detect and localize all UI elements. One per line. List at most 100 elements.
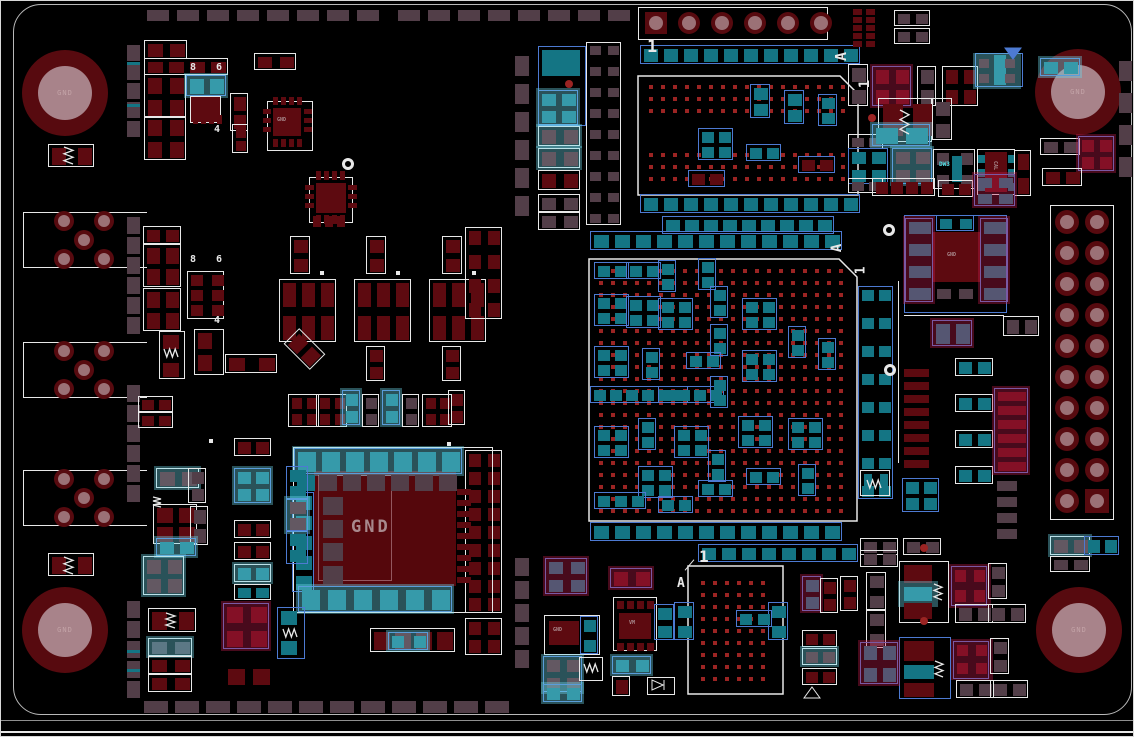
- via[interactable]: [661, 165, 665, 169]
- smd-component[interactable]: [448, 390, 465, 425]
- via[interactable]: [659, 305, 663, 309]
- via[interactable]: [721, 97, 725, 101]
- component-outline[interactable]: [975, 53, 1023, 87]
- via[interactable]: [695, 281, 699, 285]
- via[interactable]: [791, 401, 795, 405]
- via[interactable]: [721, 165, 725, 169]
- via[interactable]: [755, 449, 759, 453]
- via[interactable]: [733, 109, 737, 113]
- smd-component[interactable]: [988, 604, 1026, 623]
- via[interactable]: [839, 269, 843, 273]
- via[interactable]: [713, 617, 717, 621]
- via[interactable]: [701, 641, 705, 645]
- via[interactable]: [671, 473, 675, 477]
- smd-component[interactable]: [594, 346, 629, 378]
- via[interactable]: [661, 177, 665, 181]
- via[interactable]: [803, 317, 807, 321]
- via[interactable]: [599, 329, 603, 333]
- via[interactable]: [791, 317, 795, 321]
- smd-component[interactable]: [288, 394, 319, 427]
- via[interactable]: [649, 85, 653, 89]
- via[interactable]: [791, 341, 795, 345]
- header-pin-pad[interactable]: [1085, 396, 1109, 420]
- via[interactable]: [707, 497, 711, 501]
- via[interactable]: [841, 177, 845, 181]
- component-outline[interactable]: [951, 566, 987, 606]
- via[interactable]: [695, 365, 699, 369]
- via[interactable]: [749, 677, 753, 681]
- via[interactable]: [611, 461, 615, 465]
- smd-component[interactable]: [144, 58, 228, 75]
- via[interactable]: [685, 85, 689, 89]
- via[interactable]: [743, 317, 747, 321]
- smd-component[interactable]: [802, 630, 837, 647]
- via[interactable]: [731, 293, 735, 297]
- via[interactable]: [791, 377, 795, 381]
- via[interactable]: [565, 80, 573, 88]
- smd-component[interactable]: [465, 618, 502, 655]
- via[interactable]: [829, 85, 833, 89]
- chip-body[interactable]: [904, 641, 934, 661]
- header-pin-pad[interactable]: [1055, 458, 1079, 482]
- via[interactable]: [599, 473, 603, 477]
- via[interactable]: [737, 581, 741, 585]
- jack-pin-pad[interactable]: [94, 469, 114, 489]
- via[interactable]: [743, 413, 747, 417]
- smd-component[interactable]: [232, 466, 273, 505]
- via[interactable]: [733, 97, 737, 101]
- via[interactable]: [697, 165, 701, 169]
- smd-component[interactable]: [345, 182, 360, 211]
- via[interactable]: [731, 341, 735, 345]
- smd-component[interactable]: [538, 212, 580, 230]
- via[interactable]: [827, 473, 831, 477]
- via[interactable]: [709, 109, 713, 113]
- via[interactable]: [757, 177, 761, 181]
- small-bga-outline[interactable]: [687, 565, 784, 695]
- via[interactable]: [635, 401, 639, 405]
- smd-component[interactable]: [190, 506, 208, 545]
- via[interactable]: [695, 401, 699, 405]
- smd-component[interactable]: [902, 478, 939, 512]
- smd-component[interactable]: [188, 272, 227, 319]
- via[interactable]: [647, 293, 651, 297]
- via[interactable]: [671, 485, 675, 489]
- smd-component[interactable]: [658, 496, 693, 513]
- smd-component[interactable]: [848, 148, 888, 184]
- jack-pin-pad[interactable]: [54, 507, 74, 527]
- via[interactable]: [649, 165, 653, 169]
- via[interactable]: [671, 509, 675, 513]
- chip-body[interactable]: [933, 232, 981, 282]
- via[interactable]: [827, 461, 831, 465]
- main-bga-outline[interactable]: [588, 258, 858, 522]
- smd-component[interactable]: [840, 576, 858, 611]
- via[interactable]: [779, 329, 783, 333]
- via[interactable]: [697, 85, 701, 89]
- smd-component[interactable]: [1048, 534, 1092, 557]
- via[interactable]: [659, 413, 663, 417]
- via[interactable]: [611, 437, 615, 441]
- chip-body[interactable]: [127, 62, 140, 65]
- via[interactable]: [683, 497, 687, 501]
- via[interactable]: [779, 377, 783, 381]
- via[interactable]: [827, 317, 831, 321]
- via[interactable]: [829, 177, 833, 181]
- via[interactable]: [635, 293, 639, 297]
- via[interactable]: [779, 413, 783, 417]
- via[interactable]: [815, 365, 819, 369]
- via[interactable]: [815, 305, 819, 309]
- smd-component[interactable]: [750, 84, 770, 118]
- via[interactable]: [659, 341, 663, 345]
- via[interactable]: [749, 605, 753, 609]
- via[interactable]: [697, 153, 701, 157]
- via[interactable]: [755, 389, 759, 393]
- via[interactable]: [611, 413, 615, 417]
- via[interactable]: [725, 581, 729, 585]
- via[interactable]: [683, 281, 687, 285]
- via[interactable]: [713, 641, 717, 645]
- via[interactable]: [749, 641, 753, 645]
- smd-component[interactable]: [340, 388, 362, 427]
- via[interactable]: [920, 617, 928, 625]
- smd-component[interactable]: [860, 550, 898, 567]
- via[interactable]: [721, 177, 725, 181]
- via[interactable]: [743, 449, 747, 453]
